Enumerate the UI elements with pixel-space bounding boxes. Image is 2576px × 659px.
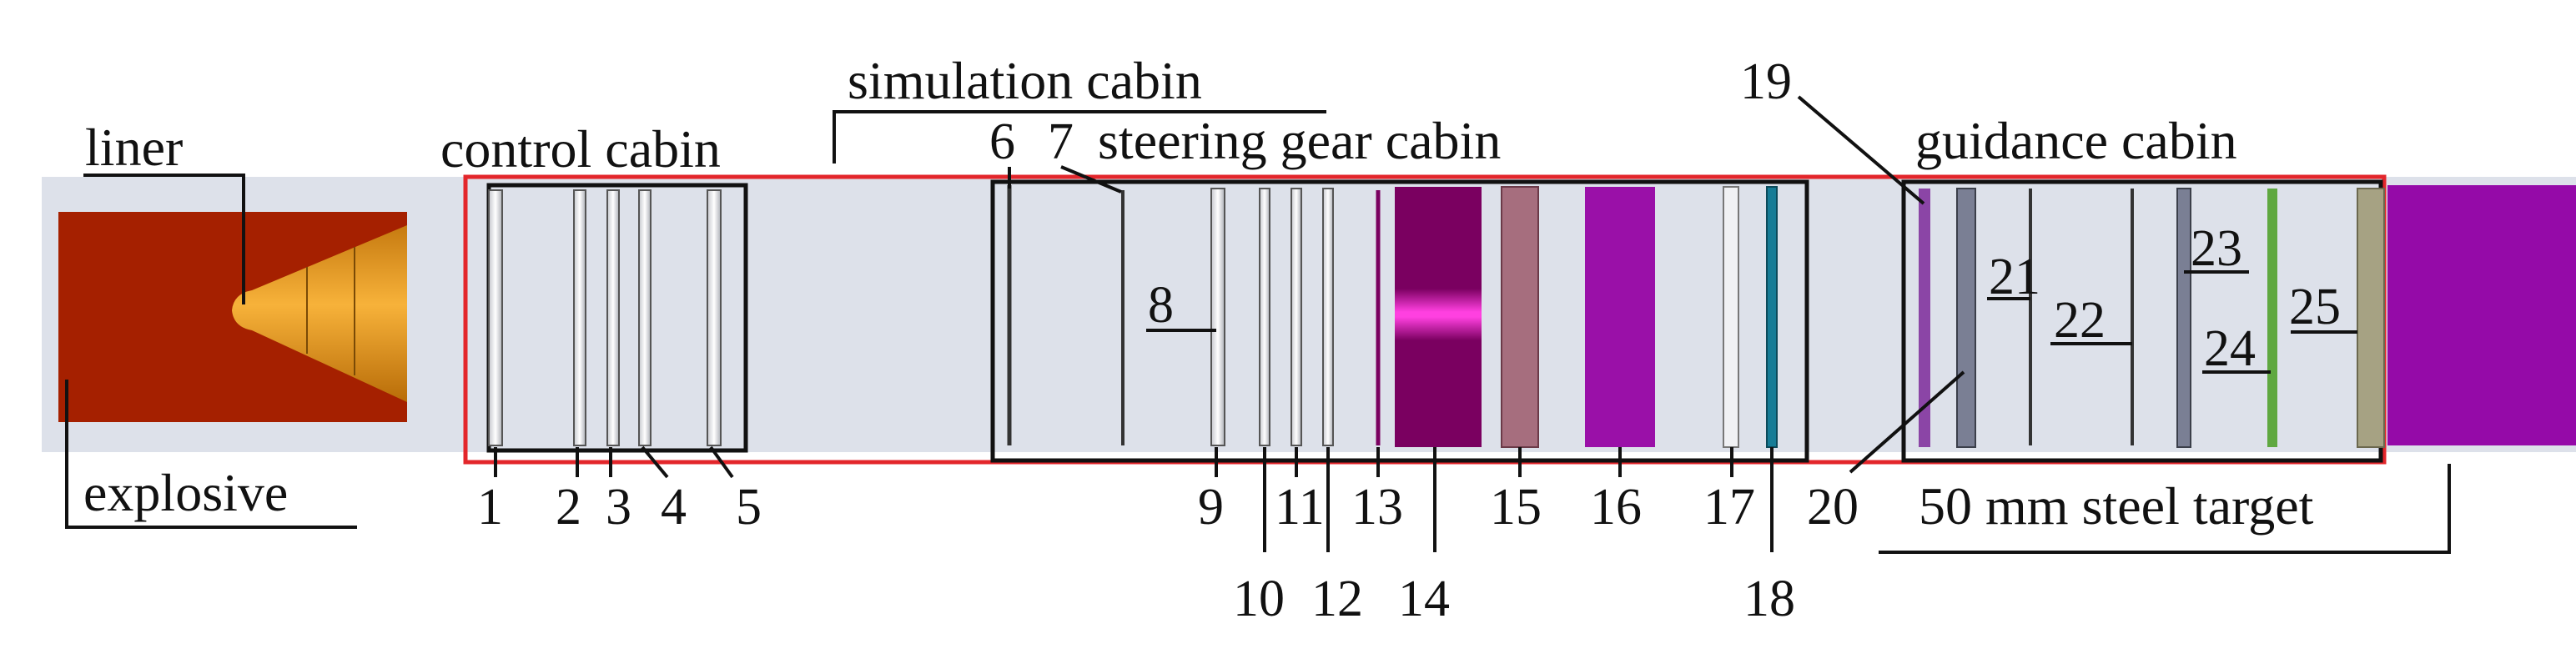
- plate-18: [1766, 186, 1778, 448]
- block-15: [1501, 186, 1539, 448]
- steering-gear-cabin-label: steering gear cabin: [1098, 111, 1501, 170]
- plate-2: [573, 189, 586, 446]
- block-16: [1585, 187, 1655, 447]
- number-label-4: 4: [661, 479, 687, 536]
- liner-cone: [232, 225, 407, 402]
- plate-19: [1919, 189, 1930, 447]
- number-label-6: 6: [989, 113, 1015, 170]
- plate-23: [2176, 188, 2191, 448]
- plate-12: [1322, 188, 1334, 446]
- plate-17: [1723, 186, 1739, 448]
- plate-20: [1956, 188, 1976, 448]
- plate-3: [606, 189, 620, 446]
- plate-4: [638, 189, 652, 446]
- number-label-17: 17: [1703, 479, 1755, 536]
- liner-label: liner: [85, 118, 183, 177]
- steering-gear-cabin-box: [990, 179, 1809, 463]
- control-cabin-label: control cabin: [440, 119, 721, 179]
- number-label-1: 1: [477, 479, 503, 536]
- plate-11: [1291, 188, 1302, 446]
- number-label-23: 23: [2191, 220, 2242, 277]
- number-label-25: 25: [2289, 279, 2341, 335]
- explosive-label: explosive: [83, 463, 288, 522]
- background-strip: [42, 177, 2576, 452]
- number-label-22: 22: [2054, 292, 2106, 349]
- number-label-8: 8: [1148, 277, 1174, 334]
- guidance-cabin-label: guidance cabin: [1915, 111, 2237, 170]
- plate-25: [2357, 188, 2385, 448]
- number-label-3: 3: [606, 479, 631, 536]
- number-label-19: 19: [1740, 53, 1792, 110]
- number-label-7: 7: [1048, 113, 1074, 170]
- number-label-9: 9: [1198, 479, 1224, 536]
- number-label-18: 18: [1743, 571, 1795, 627]
- number-label-13: 13: [1351, 479, 1403, 536]
- plate-9: [1210, 188, 1225, 446]
- number-label-21: 21: [1989, 249, 2040, 305]
- number-label-16: 16: [1590, 479, 1642, 536]
- number-label-11: 11: [1275, 479, 1325, 536]
- number-label-10: 10: [1233, 571, 1285, 627]
- number-label-14: 14: [1398, 571, 1450, 627]
- number-label-5: 5: [736, 479, 762, 536]
- number-label-12: 12: [1311, 571, 1363, 627]
- number-label-20: 20: [1807, 479, 1859, 536]
- plate-5: [707, 189, 722, 446]
- block-14-band: [1395, 289, 1482, 340]
- number-label-2: 2: [556, 479, 581, 536]
- number-label-15: 15: [1490, 479, 1542, 536]
- plate-1: [488, 189, 503, 446]
- steel-target: [2387, 185, 2576, 445]
- plate-24: [2267, 189, 2277, 447]
- steel-target-label: 50 mm steel target: [1919, 476, 2314, 536]
- leader-lines: [65, 95, 2451, 554]
- number-label-24: 24: [2204, 320, 2256, 377]
- simulation-cabin-label: simulation cabin: [848, 51, 1202, 110]
- plate-10: [1259, 188, 1270, 446]
